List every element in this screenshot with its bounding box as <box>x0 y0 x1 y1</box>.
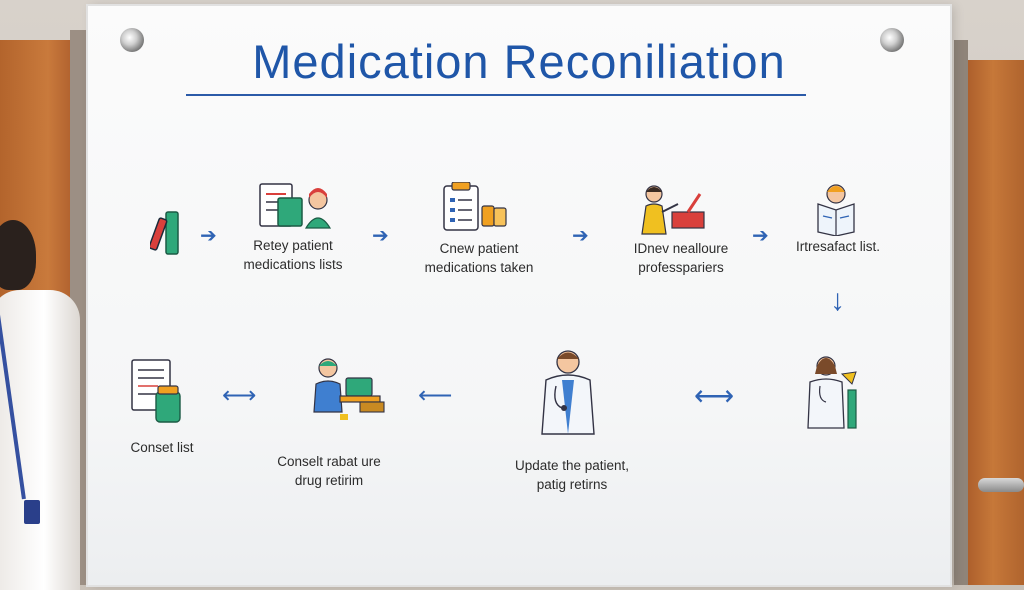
poster-title: Medication Reconiliation <box>252 35 786 88</box>
arrow-both-icon: ⟷ <box>222 382 257 409</box>
step-label-line1: Cnew patient <box>439 241 519 256</box>
arrow-down-icon: ↓ <box>830 284 845 317</box>
step-label-line1: Conset list <box>130 440 194 455</box>
step-label-line1: Retey patient <box>253 238 333 253</box>
step-label-line2: medications taken <box>424 260 534 275</box>
patient-chart-icon <box>259 183 332 229</box>
nurse-medication-icon <box>807 356 857 429</box>
arrow-right-icon: ➔ <box>200 225 217 247</box>
title-underline <box>186 94 806 96</box>
step-label: Conselt rabat ure drug retirim <box>264 452 394 490</box>
step-label-line1: IDnev nealloure <box>633 241 729 256</box>
pin-icon <box>120 28 144 52</box>
arrow-left-icon: ⟵ <box>418 382 453 409</box>
person-foreground <box>0 220 80 590</box>
poster-board: Medication Reconiliation ➔ Retey patient… <box>88 6 950 585</box>
person-coat <box>0 290 80 590</box>
arrow-both-icon: ⟷ <box>694 380 735 411</box>
pharmacist-reading-icon <box>817 184 855 236</box>
right-door-frame <box>954 40 968 585</box>
doctor-icon <box>541 350 595 435</box>
medication-pen-icon <box>150 211 179 255</box>
id-badge-icon <box>24 500 40 524</box>
step-label-line1: Conselt rabat ure <box>277 454 381 469</box>
arrow-right-icon: ➔ <box>372 225 389 247</box>
step-label-line2: professpariers <box>638 260 724 275</box>
step-label: Cnew patient medications taken <box>414 239 544 277</box>
healthcare-professional-icon <box>641 185 705 235</box>
door-handle <box>978 478 1024 492</box>
step-label-line1: Update the patient, <box>514 458 630 473</box>
pin-icon <box>880 28 904 52</box>
person-hair <box>0 220 36 290</box>
step-label-line2: patig retirns <box>536 477 608 492</box>
step-label: Update the patient, patig retirns <box>502 456 642 494</box>
step-label-line2: medications lists <box>243 257 343 272</box>
right-door <box>962 60 1024 585</box>
computer-worker-icon <box>313 358 385 420</box>
arrow-right-icon: ➔ <box>572 225 589 247</box>
step-label: IDnev nealloure professpariers <box>616 239 746 277</box>
consent-form-icon <box>131 359 181 423</box>
step-label: Retey patient medications lists <box>238 236 348 274</box>
step-label: Conset list <box>112 438 212 457</box>
step-label-line2: drug retirim <box>294 473 364 488</box>
medication-list-icon <box>443 182 507 231</box>
step-label-line1: Irtresafact list. <box>795 239 881 254</box>
step-label: Irtresafact list. <box>778 237 898 256</box>
arrow-right-icon: ➔ <box>752 225 769 247</box>
